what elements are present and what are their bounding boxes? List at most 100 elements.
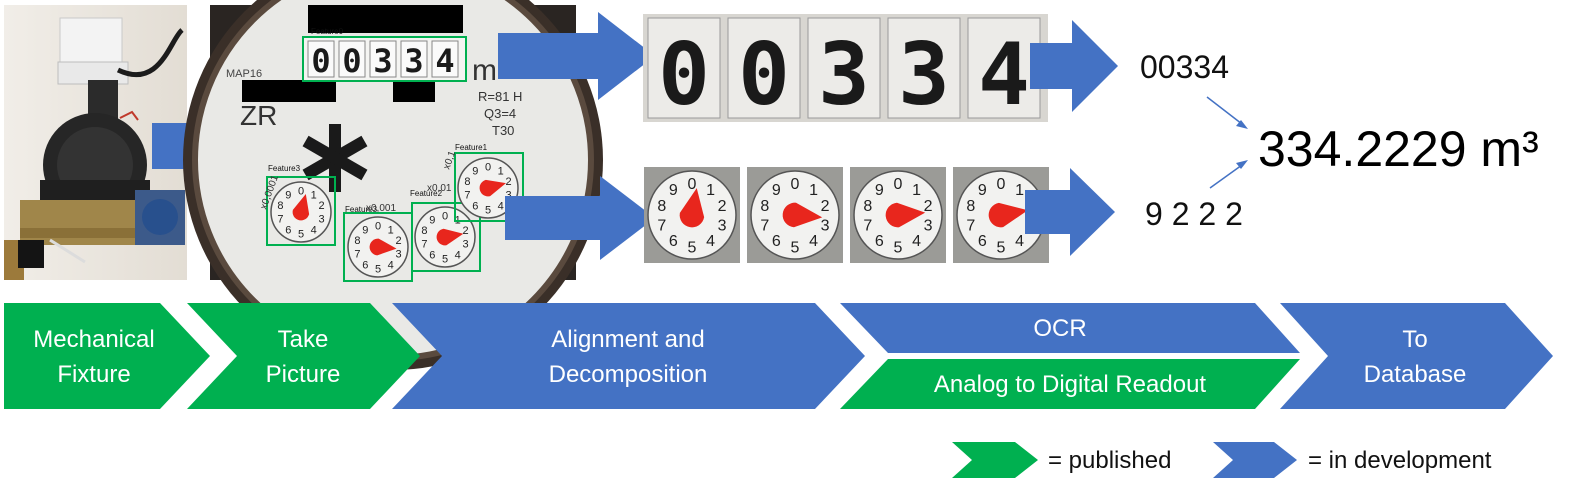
dial-number: 4 [498,200,504,212]
feature2-label: Feature2 [410,189,443,198]
feature-left-label: Feature3 [345,205,378,214]
dial-pointer [479,179,506,197]
counter-wheel [307,40,335,78]
dial-pointer [885,202,926,228]
step2-line1: Take [278,326,329,353]
star-icon [302,124,368,192]
dial-number: 8 [354,235,360,247]
pipeline: Mechanical Fixture Take Picture Alignmen… [4,303,1553,409]
dial-number: 7 [657,217,666,234]
counter-digit: 3 [373,42,392,80]
dial-number: 9 [978,182,987,199]
dial-number: 8 [277,200,283,212]
digit-crop-digit: 0 [658,25,710,125]
dial-number: 5 [688,239,697,256]
arrow-to-digit-crop [498,12,655,100]
dial-number: 5 [485,204,491,216]
dial-pointer [988,202,1028,228]
feature3-label: Feature3 [268,164,301,173]
dial-number: 9 [362,224,368,236]
connector-digital [1206,96,1243,125]
dial-number: 1 [706,182,715,199]
q-line: Q3=4 [484,106,516,121]
dial-number: 1 [311,189,317,201]
legend-published-label: = published [1048,447,1171,474]
counter-wheel [369,40,397,78]
dial-number: 2 [318,200,324,212]
dial-number: 7 [277,214,283,226]
dial-number: 2 [505,176,511,188]
dial-number: 3 [924,217,933,234]
dial-pointer [292,194,310,221]
step1-line2: Fixture [57,361,130,388]
step-take-picture [187,303,420,409]
dial-number: 6 [772,233,781,250]
dial-number: 6 [429,249,435,261]
arrow-to-dial-crop [505,176,655,260]
dial-number: 0 [791,176,800,193]
dial-number: 5 [894,239,903,256]
dial-pointer [679,188,705,228]
dial-number: 9 [472,165,478,177]
dial-number: 0 [997,176,1006,193]
connector-analog-head [1236,160,1248,169]
step-alignment [392,303,865,409]
digit-crop-digit: 3 [818,25,870,125]
dial-number: 9 [285,189,291,201]
dial-number: 8 [966,198,975,215]
step-ocr [840,303,1300,353]
arrow-to-analog-readout [1025,168,1115,256]
dial-number: 8 [760,198,769,215]
legend-in-development-label: = in development [1308,447,1492,474]
dial-number: 3 [718,217,727,234]
dial-number: 6 [362,259,368,271]
step-mechanical-fixture [4,303,210,409]
counter-digit: 4 [435,42,454,80]
step1-line1: Mechanical [33,326,154,353]
connector-analog [1209,164,1243,189]
digit-crop-cell [807,17,881,119]
dial-number: 6 [472,200,478,212]
dial-number: 8 [863,198,872,215]
dial-number: 0 [442,210,448,222]
dial-number: 2 [924,198,933,215]
legend-in-development-swatch [1213,442,1297,478]
step5-label: Analog to Digital Readout [934,371,1207,398]
dial-number: 4 [455,249,461,261]
dial-number: 9 [669,182,678,199]
connector-digital-head [1236,120,1248,129]
dial-number: 7 [354,249,360,261]
dial-pointer [369,238,397,256]
dial-number: 1 [809,182,818,199]
feature0-label: Feature0 [311,27,344,36]
dial-number: 2 [718,198,727,215]
dial-number: 7 [863,217,872,234]
dial-number: 4 [809,233,818,250]
dial-number: 5 [997,239,1006,256]
dial-number: 5 [375,263,381,275]
step6-line2: Database [1364,361,1467,388]
dial-number: 4 [912,233,921,250]
dial-number: 3 [395,249,401,261]
dial-number: 4 [706,233,715,250]
dial-number: 4 [311,224,317,236]
dial-number: 6 [875,233,884,250]
model-label: MAP16 [226,68,262,80]
feature-box [411,202,481,272]
analog-readout: 9 2 2 2 [1145,196,1243,232]
dial-number: 1 [498,165,504,177]
dial-number: 6 [978,233,987,250]
digit-crop-digit: 4 [978,25,1030,125]
counter-digit: 3 [404,42,423,80]
x0001-label: x0,001 [366,203,396,214]
result-value: 334.2229 m³ [1258,121,1539,177]
dial-number: 0 [688,176,697,193]
